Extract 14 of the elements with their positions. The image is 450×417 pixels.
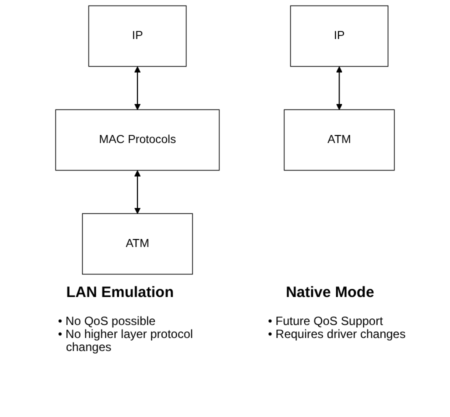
bullet-item: • No higher layer protocol changes bbox=[58, 328, 194, 354]
column-heading: LAN Emulation bbox=[65, 284, 175, 301]
node-box: IP bbox=[88, 5, 187, 67]
arrow bbox=[134, 66, 141, 110]
bullet-item: • Future QoS Support bbox=[268, 315, 384, 328]
arrow bbox=[134, 170, 141, 214]
node-box: IP bbox=[290, 5, 388, 67]
arrow bbox=[336, 66, 342, 110]
column-heading: Native Mode bbox=[284, 284, 376, 301]
node-box: ATM bbox=[284, 109, 395, 171]
node-box: MAC Protocols bbox=[55, 109, 220, 171]
bullet-item: • No QoS possible bbox=[58, 315, 157, 328]
bullet-item: • Requires driver changes bbox=[268, 328, 407, 341]
node-box: ATM bbox=[82, 213, 193, 275]
